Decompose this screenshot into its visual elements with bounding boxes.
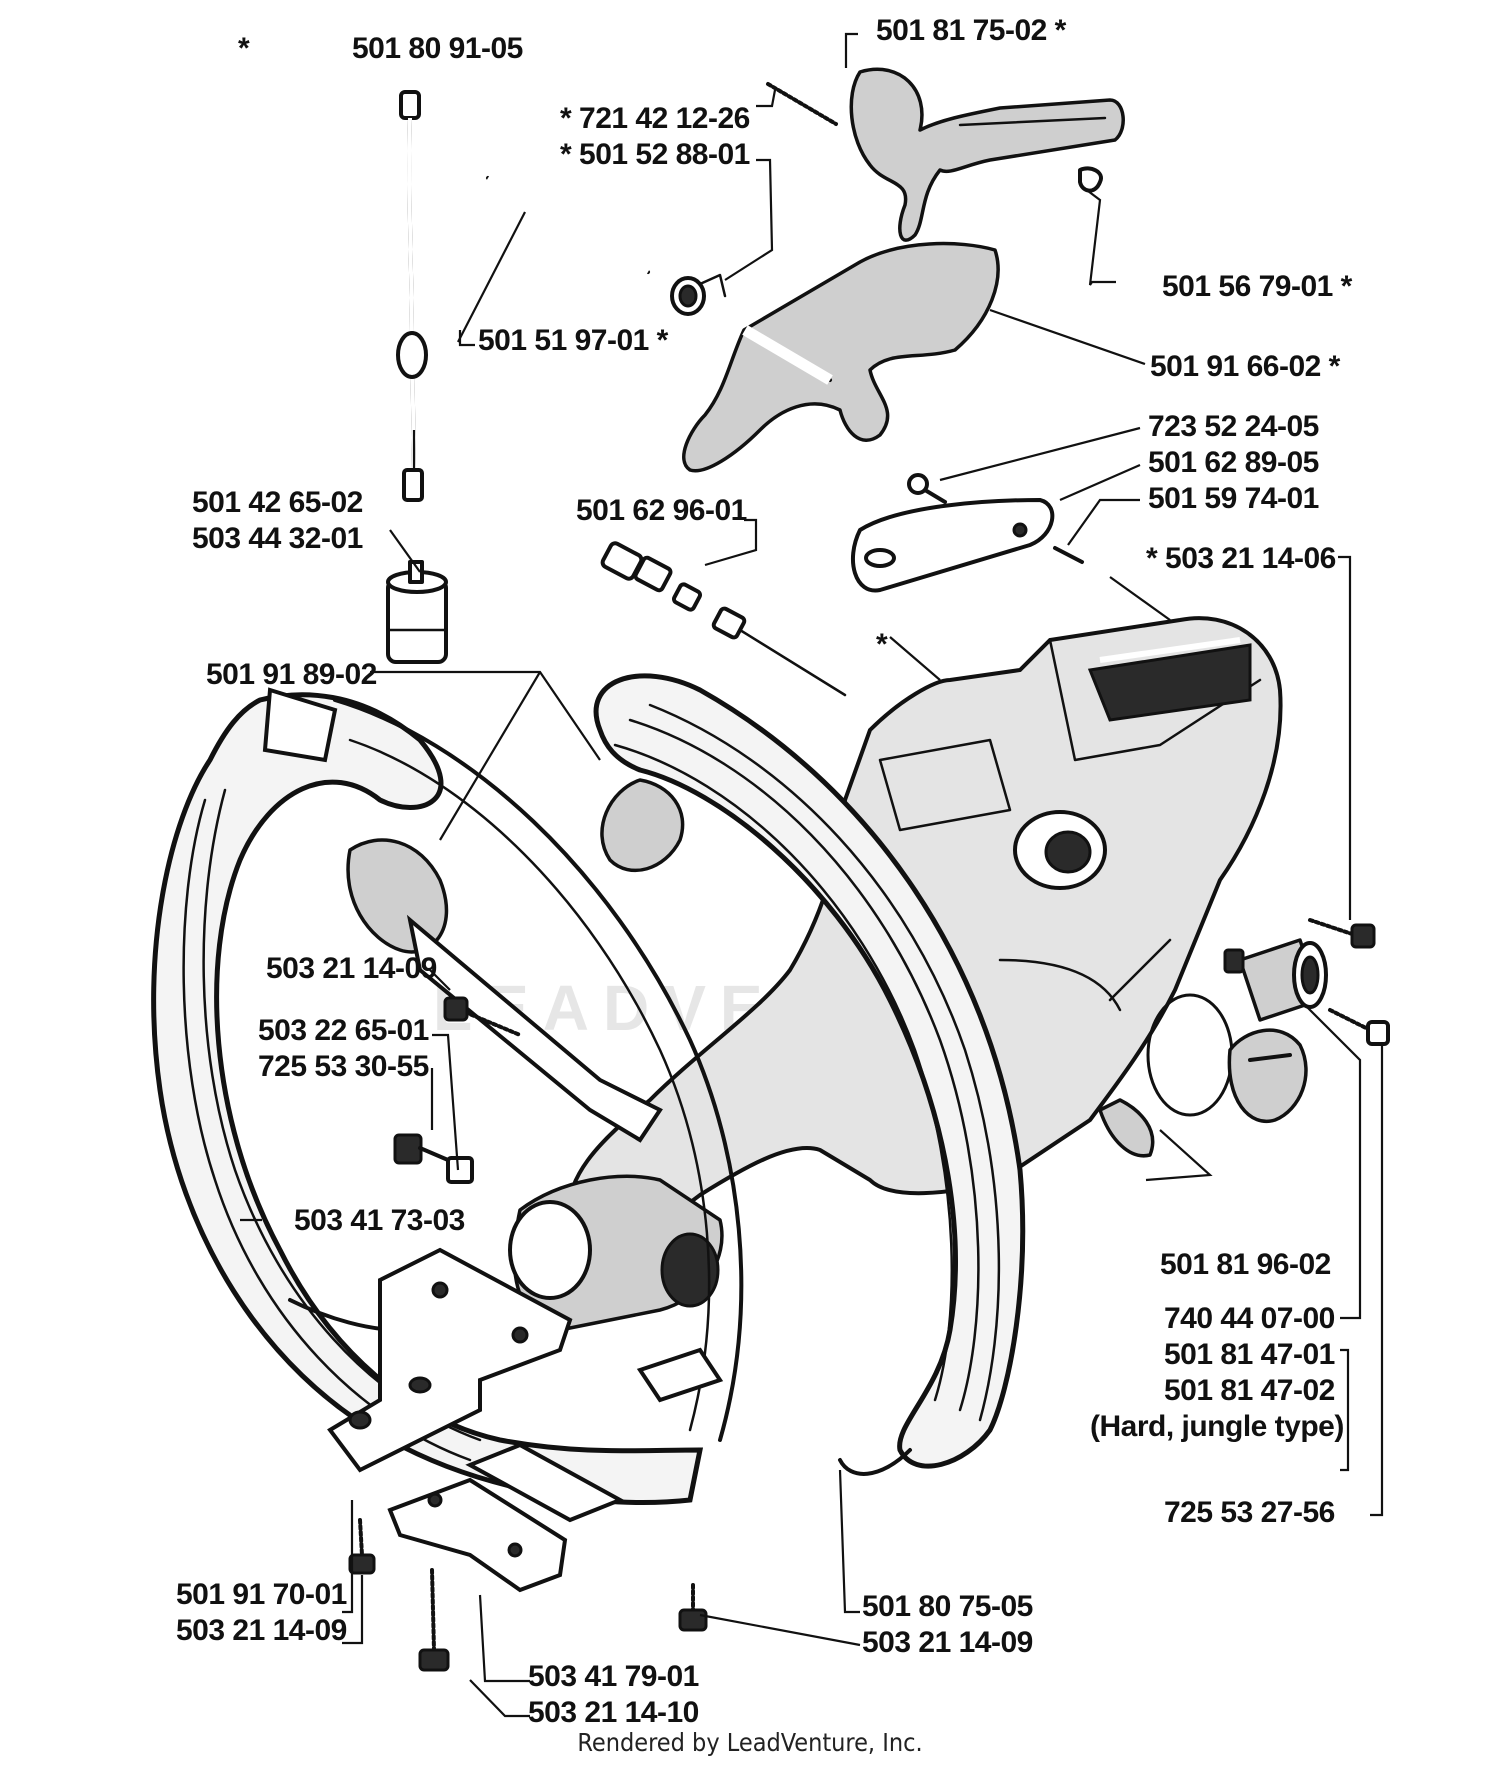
- fuel-filter-part: [386, 560, 448, 664]
- label-501-56-79-01: 501 56 79-01 *: [1162, 270, 1352, 303]
- bracket-plate-part: [327, 1247, 573, 1473]
- label-503-41-73-03: 503 41 73-03: [294, 1204, 465, 1237]
- footer-credit: Rendered by LeadVenture, Inc.: [577, 1728, 923, 1757]
- throttle-trigger-part: [682, 241, 1000, 473]
- label-501-91-70-01: 501 91 70-01: [176, 1578, 347, 1611]
- label-725-53-30-55: 725 53 30-55: [258, 1050, 429, 1083]
- label-725-53-27-56: 725 53 27-56: [1164, 1496, 1335, 1529]
- label-721-42-12-26: * 721 42 12-26: [560, 102, 750, 135]
- label-501-81-47-02: 501 81 47-02: [1164, 1374, 1335, 1407]
- lower-bracket-part: [387, 1477, 568, 1593]
- screw-right-upper: [1308, 918, 1376, 949]
- label-503-21-14-09-lower-left: 503 21 14-09: [176, 1614, 347, 1647]
- label-501-81-47-01: 501 81 47-01: [1164, 1338, 1335, 1371]
- throttle-lockout-part: [849, 67, 1125, 242]
- cover-plate-part: [850, 498, 1055, 593]
- vibration-damper-part: [1223, 938, 1328, 1022]
- label-501-42-65-02: 501 42 65-02: [192, 486, 363, 519]
- label-hard-jungle-type: (Hard, jungle type): [1090, 1410, 1344, 1443]
- label-501-91-66-02: 501 91 66-02 *: [1150, 350, 1340, 383]
- label-501-81-96-02: 501 81 96-02: [1160, 1248, 1331, 1281]
- dowel-pin-part: [1053, 546, 1084, 564]
- fuel-cap-part: [1098, 993, 1308, 1158]
- label-501-91-89-02: 501 91 89-02: [206, 658, 377, 691]
- label-503-21-14-09-lower-right: 503 21 14-09: [862, 1626, 1033, 1659]
- front-handle-part: [593, 673, 1026, 1476]
- label-723-52-24-05: 723 52 24-05: [1148, 410, 1319, 443]
- choke-rod-part: [600, 541, 847, 697]
- trigger-spring-part: [670, 273, 727, 316]
- label-501-80-91-05: 501 80 91-05: [352, 32, 523, 65]
- label-star-top-left: *: [238, 32, 250, 65]
- label-501-59-74-01: 501 59 74-01: [1148, 482, 1319, 515]
- bolt-nut-part: [393, 1133, 474, 1184]
- handle-bar-part: [151, 687, 744, 1505]
- screw-handle: [443, 996, 522, 1037]
- label-503-44-32-01: 503 44 32-01: [192, 522, 363, 555]
- label-503-21-14-10: 503 21 14-10: [528, 1696, 699, 1729]
- label-501-51-97-01: 501 51 97-01 *: [478, 324, 668, 357]
- label-501-81-75-02: 501 81 75-02 *: [876, 14, 1066, 47]
- label-501-80-75-05: 501 80 75-05: [862, 1590, 1033, 1623]
- screw-lower-middle: [418, 1568, 450, 1672]
- leader-lines: [240, 32, 1384, 1718]
- fuel-hose-part: [396, 90, 428, 502]
- label-503-21-14-06: * 503 21 14-06: [1146, 542, 1336, 575]
- spring-part: [766, 82, 838, 126]
- label-501-62-89-05: 501 62 89-05: [1148, 446, 1319, 479]
- mount-bracket-part: [465, 1347, 724, 1523]
- label-503-21-14-09-upper: 503 21 14-09: [266, 952, 437, 985]
- label-501-52-88-01: * 501 52 88-01: [560, 138, 750, 171]
- label-star-body: *: [876, 628, 888, 661]
- screw-lower-left: [348, 1518, 376, 1575]
- label-740-44-07-00: 740 44 07-00: [1164, 1302, 1335, 1335]
- bottom-support-part: [508, 1174, 724, 1332]
- label-503-22-65-01: 503 22 65-01: [258, 1014, 429, 1047]
- screw-lower-right: [678, 1583, 708, 1632]
- label-503-41-79-01: 503 41 79-01: [528, 1660, 699, 1693]
- label-501-62-96-01: 501 62 96-01: [576, 494, 747, 527]
- screw-right-lower: [1328, 1008, 1390, 1046]
- plate-screw-part: [907, 473, 947, 504]
